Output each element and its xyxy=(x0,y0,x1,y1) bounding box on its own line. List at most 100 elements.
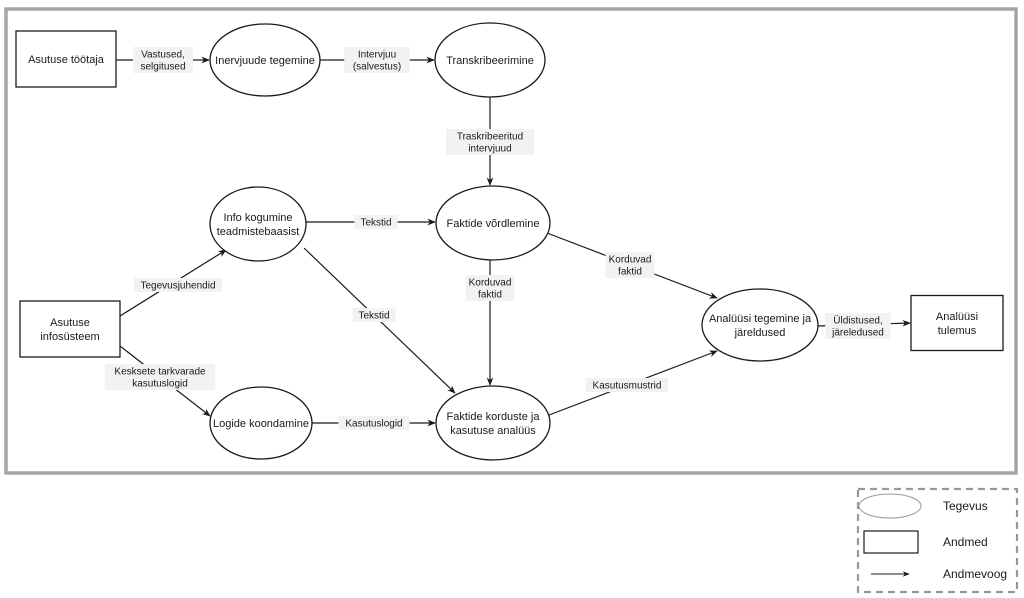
node-label-line: Faktide võrdlemine xyxy=(447,218,540,230)
edge-label-line: faktid xyxy=(618,267,642,278)
edge-label-line: Kasutuslogid xyxy=(345,419,402,430)
node-label: Analüüsi tegemine ja järeldused xyxy=(709,313,812,339)
node-label-line: Asutuse xyxy=(50,317,90,329)
edge-label-line: Korduvad xyxy=(469,278,512,289)
edge-label-line: faktid xyxy=(478,290,502,301)
node-label-line: Asutuse töötaja xyxy=(28,54,105,66)
edge-label-background xyxy=(825,313,891,339)
edge-label: Intervjuu(salvestus) xyxy=(353,50,401,73)
node-label-line: kasutuse analüüs xyxy=(450,425,536,437)
data-rect xyxy=(15,30,117,88)
legend-activity-label: Tegevus xyxy=(943,499,988,513)
node-label-line: tulemus xyxy=(938,325,977,337)
node-analuusi-tegemine[interactable]: Analüüsi tegemine ja järeldused xyxy=(701,288,819,362)
activity-ellipse xyxy=(435,185,551,261)
activity-ellipse xyxy=(435,385,551,461)
legend-flow-label: Andmevoog xyxy=(943,567,1007,581)
activity-ellipse xyxy=(209,186,307,262)
activity-ellipse xyxy=(701,288,819,362)
edge-label-line: järeledused xyxy=(831,328,884,339)
node-label: Transkribeerimine xyxy=(446,55,534,67)
legend-data-rect-icon xyxy=(863,530,919,554)
node-intervjuude-tegemine[interactable]: Inervjuude tegemine xyxy=(209,23,321,97)
activity-ellipse xyxy=(209,23,321,97)
node-asutuse-infosusteem[interactable]: Asutuse infosüsteem xyxy=(19,300,121,358)
node-label-line: infosüsteem xyxy=(40,331,99,343)
edge-label: Tekstid xyxy=(358,311,389,322)
node-label-line: teadmistebaasist xyxy=(217,226,300,238)
edge-label-background xyxy=(354,215,398,229)
node-faktide-korduste-analuus[interactable]: Faktide korduste ja kasutuse analüüs xyxy=(435,385,551,461)
node-label: Faktide võrdlemine xyxy=(447,218,540,230)
edge-info-kogumine-to-faktide-korduste-analuus: Tekstid xyxy=(303,247,456,394)
node-info-kogumine[interactable]: Info kogumine teadmistebaasist xyxy=(209,186,307,262)
node-label: Asutuse infosüsteem xyxy=(40,317,99,343)
activity-ellipse xyxy=(434,22,546,98)
diagram-frame xyxy=(4,7,1018,475)
edge-label: Üldistused,järeledused xyxy=(831,315,884,339)
legend-frame xyxy=(856,487,1019,594)
edges-layer: Vastused,selgitused Intervjuu(salvestus) T… xyxy=(104,47,911,430)
node-label-line: Transkribeerimine xyxy=(446,55,534,67)
activity-ellipse xyxy=(209,386,313,460)
edge-asutuse-infosusteem-to-info-kogumine: Tegevusjuhendid xyxy=(119,249,227,317)
node-label-line: Logide koondamine xyxy=(213,418,309,430)
node-asutuse-tootaja[interactable]: Asutuse töötaja xyxy=(15,30,117,88)
edge-label-background xyxy=(133,47,193,73)
legend: Tegevus Andmed Andmevoog xyxy=(856,487,1019,594)
edge-label-line: Vastused, xyxy=(141,50,185,61)
node-label-line: Inervjuude tegemine xyxy=(215,55,315,67)
edge-label-background xyxy=(465,275,515,301)
data-rect xyxy=(910,294,1004,352)
edge-faktide-korduste-analuus-to-analuusi-tegemine: Kasutusmustrid xyxy=(548,350,718,416)
edge-label-background xyxy=(605,252,655,278)
edge-label-line: kasutuslogid xyxy=(132,379,188,390)
edge-label-line: selgitused xyxy=(140,62,185,73)
edge-label-line: Korduvad xyxy=(609,255,652,266)
edge-label-line: Intervjuu xyxy=(358,50,396,61)
edge-intervjuude-tegemine-to-transkribeerimine: Intervjuu(salvestus) xyxy=(320,47,435,73)
edge-label-background xyxy=(134,278,222,292)
node-transkribeerimine[interactable]: Transkribeerimine xyxy=(434,22,546,98)
edge-label-line: Kesksete tarkvarade xyxy=(114,367,206,378)
edge-label: Kasutusmustrid xyxy=(593,381,662,392)
legend-data-label: Andmed xyxy=(943,535,988,549)
edge-label-background xyxy=(338,416,410,430)
node-label-line: järeldused xyxy=(734,327,786,339)
edge-label-line: intervjuud xyxy=(468,144,511,155)
edge-label-line: Traskribeeritud xyxy=(457,132,523,143)
node-label-line: Faktide korduste ja xyxy=(447,411,541,423)
node-label: Logide koondamine xyxy=(213,418,309,430)
node-logide-koondamine[interactable]: Logide koondamine xyxy=(209,386,313,460)
edge-label: Tekstid xyxy=(360,218,391,229)
edge-label: Kasutuslogid xyxy=(345,419,402,430)
data-rect xyxy=(19,300,121,358)
edge-logide-koondamine-to-faktide-korduste-analuus: Kasutuslogid xyxy=(312,416,436,430)
node-label: Asutuse töötaja xyxy=(28,54,105,66)
edge-label-line: (salvestus) xyxy=(353,62,401,73)
edge-info-kogumine-to-faktide-vordlemine: Tekstid xyxy=(306,215,436,229)
nodes-layer: Asutuse töötaja Inervjuude tegemine Transk… xyxy=(15,22,1004,461)
node-faktide-vordlemine[interactable]: Faktide võrdlemine xyxy=(435,185,551,261)
edge-label-line: Kasutusmustrid xyxy=(593,381,662,392)
edge-asutuse-tootaja-to-intervjuude-tegemine: Vastused,selgitused xyxy=(116,47,210,73)
node-label-line: Analüüsi tegemine ja xyxy=(709,313,812,325)
edge-label: Tegevusjuhendid xyxy=(140,281,215,292)
node-label-line: Info kogumine xyxy=(223,212,292,224)
node-label: Faktide korduste ja kasutuse analüüs xyxy=(447,411,541,437)
edge-label-line: Üldistused, xyxy=(833,315,882,327)
edge-label-background xyxy=(352,308,396,322)
node-label: Info kogumine teadmistebaasist xyxy=(217,212,300,238)
edge-label-line: Tekstid xyxy=(358,311,389,322)
edge-label-line: Tegevusjuhendid xyxy=(140,281,215,292)
